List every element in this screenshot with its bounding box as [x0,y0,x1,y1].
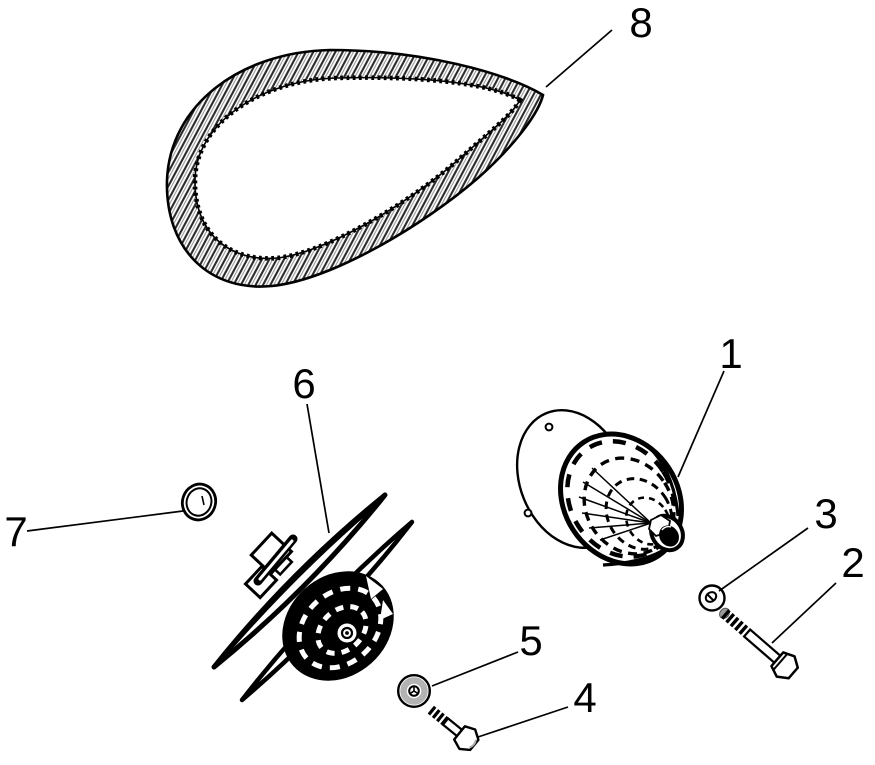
callout-leader-lines [26,29,837,738]
leader-line-6 [306,403,330,534]
bolt-shank [742,627,782,665]
callout-label-5: 5 [519,617,542,664]
bolt-head-flange-line [772,653,789,671]
belt-outer-edge [165,48,545,288]
part-4-hex-bolt-short [427,705,480,752]
part-1-primary-drive-clutch [515,409,685,567]
ring-inner [185,487,213,517]
cone-silhouette-bottom [602,549,663,567]
belt-inner-edge [194,76,522,260]
spider-center-dot [345,631,349,635]
spider-window-ring-1 [296,585,384,671]
callout-label-4: 4 [573,674,596,721]
bolt-threads [427,705,451,727]
spoke-fan-lines [578,467,652,541]
back-plate-nub [544,422,554,432]
washer-hole-mark [706,593,715,602]
hub-highlight [661,525,672,531]
part-2-hex-bolt-long [719,607,800,680]
part-6-driven-clutch [211,492,415,703]
leader-line-8 [545,29,613,88]
leader-line-5 [431,651,519,687]
stub-flange-core [258,539,294,581]
front-sheave-edge [211,492,388,670]
bolt-hex-head [770,651,800,680]
callout-label-7: 7 [4,508,27,555]
callout-label-3: 3 [814,490,837,537]
front-sheave-inner-line [225,503,379,656]
input-shaft-stub [243,531,298,600]
back-plate-nub [523,508,533,518]
hub-bore [659,525,679,547]
spider-cutout [380,600,393,620]
callout-label-8: 8 [629,0,652,46]
leader-line-4 [477,706,569,738]
belt-rib-band [166,50,543,287]
part-3-flat-washer-small [698,584,726,612]
spider-cutout [366,576,383,599]
callout-label-1: 1 [719,330,742,377]
stub-hex-block [249,531,294,576]
bolt-head-shading [469,739,477,749]
callout-label-6: 6 [292,360,315,407]
callout-label-2: 2 [841,539,864,586]
part-7-seal-ring [180,482,218,522]
cone-silhouette-top [644,442,680,517]
part-8-drive-belt [165,48,545,288]
part-5-flat-washer-large [397,674,432,709]
leader-line-1 [677,370,725,478]
washer-shading-ring [400,677,428,705]
leader-line-2 [771,582,837,644]
spider-window-ring-2 [315,604,369,656]
bolt-hex-head [452,725,480,752]
leader-line-7 [26,510,184,532]
callout-labels: 1 2 3 4 5 6 7 8 [4,0,864,721]
ring-tick [201,495,205,506]
leader-line-3 [718,527,809,592]
washer-hole-spokes [410,687,418,694]
cam-lobe-ring [565,439,677,559]
